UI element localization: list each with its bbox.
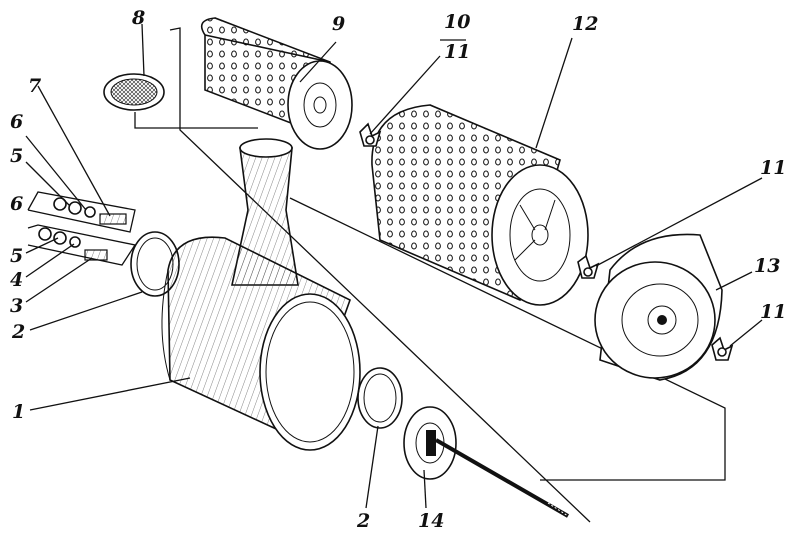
label-3: 3 xyxy=(10,295,23,317)
label-8: 8 xyxy=(131,7,145,29)
assembly-axis-lines xyxy=(134,27,726,523)
label-12: 12 xyxy=(572,13,598,35)
label-10-denominator: 11 xyxy=(444,41,470,63)
label-11-upper: 11 xyxy=(760,157,786,179)
part-wing-nut-middle xyxy=(577,254,600,279)
part-wing-nut-bottom xyxy=(711,336,734,361)
part-2-gasket-left xyxy=(130,231,180,297)
part-2-gasket-right xyxy=(357,367,403,429)
part-1-housing xyxy=(161,138,361,451)
part-wing-nut-top xyxy=(359,122,382,147)
label-14: 14 xyxy=(418,510,444,532)
part-8-mesh-disc xyxy=(103,73,165,111)
part-labels: 1 2 2 3 4 5 6 5 6 7 8 9 10 11 12 11 13 1… xyxy=(10,7,786,532)
label-4: 4 xyxy=(10,269,23,291)
label-5-lower: 5 xyxy=(10,245,23,267)
label-11-lower: 11 xyxy=(760,301,786,323)
label-13: 13 xyxy=(754,255,780,277)
part-14-flange-and-rod xyxy=(403,406,569,518)
label-1: 1 xyxy=(12,401,25,423)
label-6-lower: 6 xyxy=(10,193,23,215)
part-13-end-cover xyxy=(594,233,723,381)
label-7: 7 xyxy=(28,75,41,97)
hardware-nuts-washers-studs xyxy=(27,191,137,266)
label-6-upper: 6 xyxy=(10,111,23,133)
label-5-upper: 5 xyxy=(10,145,23,167)
part-12-outer-filter-element xyxy=(371,104,589,306)
leader-lines xyxy=(25,23,763,509)
part-9-inner-filter-element xyxy=(200,17,353,150)
label-2-left: 2 xyxy=(11,321,25,343)
label-2-bottom: 2 xyxy=(356,510,370,532)
label-10-numerator: 10 xyxy=(444,11,470,33)
label-9: 9 xyxy=(332,13,345,35)
